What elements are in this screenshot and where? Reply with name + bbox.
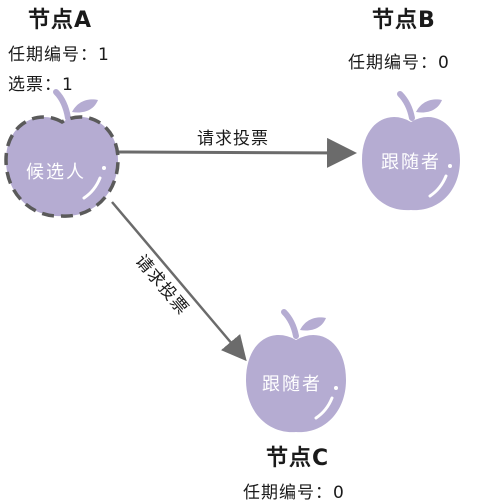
node-a-votes: 选票：1 (8, 75, 74, 95)
node-a-apple-icon (4, 89, 120, 218)
edge-a-to-c (111, 201, 247, 362)
node-c-term: 任期编号：0 (243, 483, 345, 503)
node-c-role: 跟随者 (262, 374, 322, 395)
node-a-title: 节点A (28, 8, 93, 33)
node-b-title: 节点B (372, 8, 436, 33)
node-a-term: 任期编号：1 (8, 45, 110, 65)
node-b-term: 任期编号：0 (348, 53, 450, 73)
node-b-role: 跟随者 (381, 152, 441, 173)
edge-a-to-b-label: 请求投票 (197, 129, 269, 149)
node-b-apple-icon (362, 91, 460, 211)
node-c-title: 节点C (266, 446, 330, 471)
node-a-role: 候选人 (26, 162, 86, 183)
edge-a-to-b (117, 137, 357, 168)
node-c-apple-icon (246, 309, 346, 433)
